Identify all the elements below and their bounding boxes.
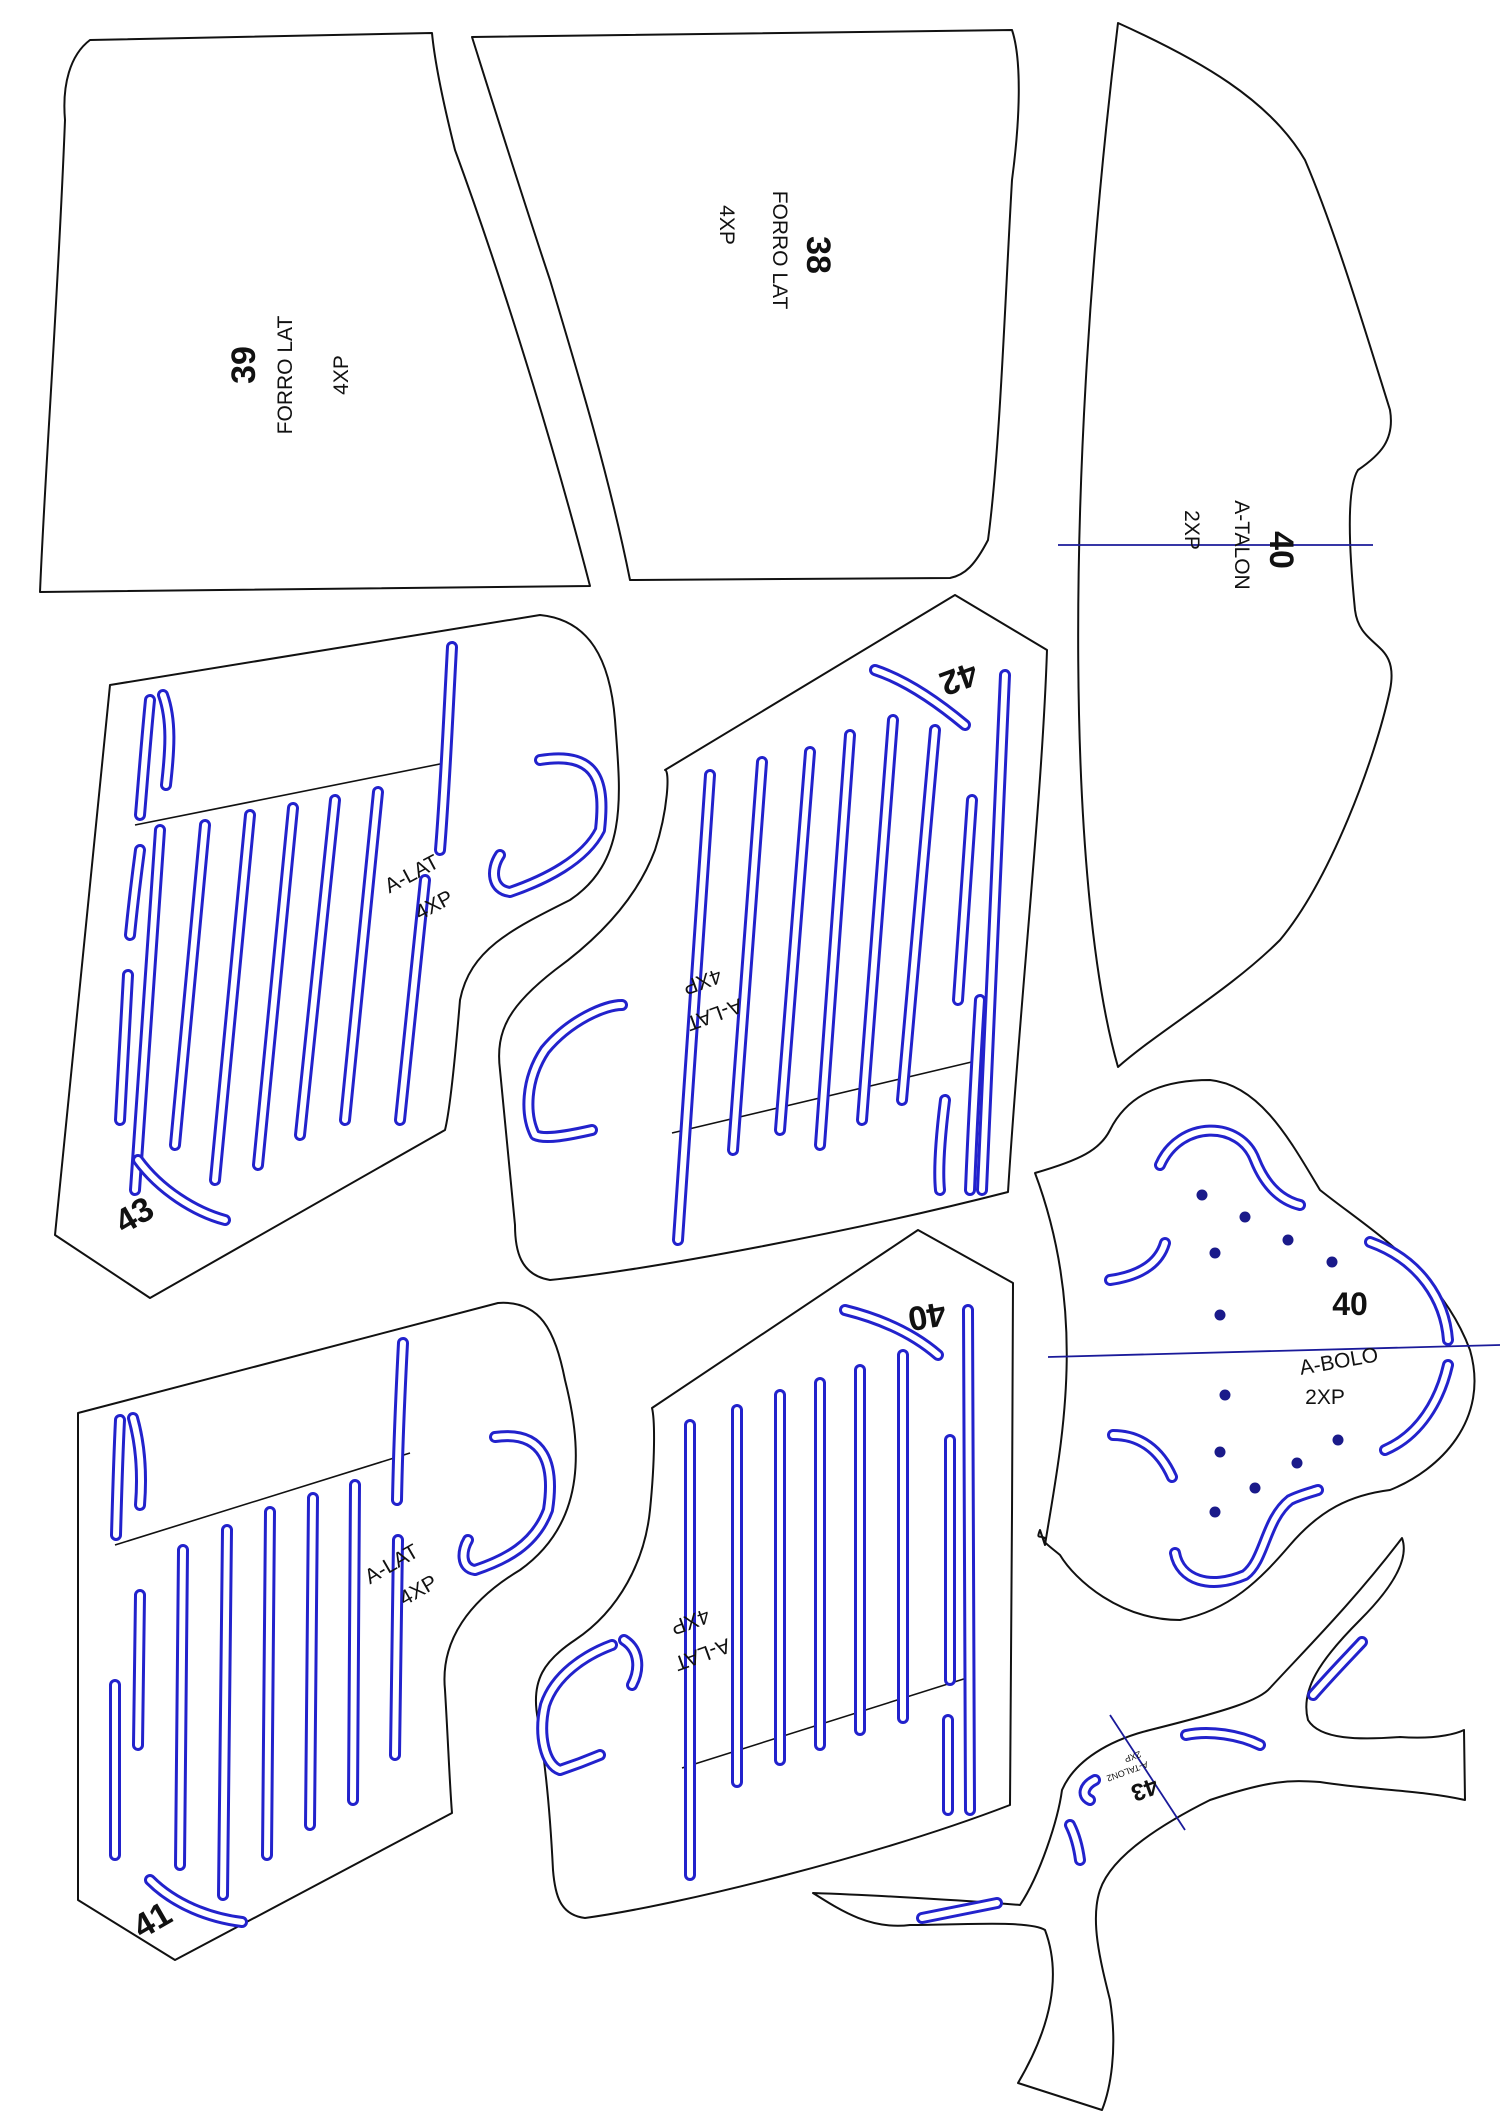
piece-40-bolo[interactable]: 40 A-BOLO 2XP	[1034, 1079, 1500, 1621]
piece-41-lat[interactable]: A-LAT 4XP 41	[77, 1301, 577, 1961]
piece-39-number: 39	[225, 346, 263, 384]
piece-38-number: 38	[799, 236, 837, 274]
piece-39-outline	[39, 32, 591, 593]
piece-40-bolo-outline	[1034, 1079, 1476, 1621]
piece-40-lat[interactable]: A-LAT 4XP 40	[534, 1229, 1014, 1919]
piece-40-talon-number: 40	[1262, 531, 1300, 569]
piece-41-lat-slots	[109, 1337, 556, 1928]
piece-39-name: FORRO LAT	[274, 316, 297, 435]
piece-42-lat-slots	[522, 664, 1011, 1246]
piece-40-bolo-dots	[1196, 1189, 1344, 1518]
piece-40-lat-slots	[536, 1304, 976, 1881]
piece-40-bolo-number: 40	[1332, 1286, 1368, 1322]
piece-40-talon-qty: 2XP	[1180, 510, 1203, 550]
piece-40-bolo-slots	[1104, 1124, 1454, 1588]
piece-38-name: FORRO LAT	[768, 191, 791, 310]
piece-38-outline	[471, 29, 1020, 581]
piece-40-lat-number: 40	[905, 1294, 949, 1338]
piece-43-talon2-slots	[916, 1636, 1368, 1924]
piece-43-lat[interactable]: A-LAT 4XP 43	[54, 614, 620, 1299]
piece-43-talon2-outline	[812, 1537, 1466, 2111]
piece-41-lat-outline	[77, 1301, 577, 1961]
piece-43-lat-slots	[114, 641, 608, 1226]
piece-38[interactable]: 38 FORRO LAT 4XP	[471, 29, 1020, 581]
piece-39-qty: 4XP	[330, 355, 353, 395]
piece-40-bolo-qty: 2XP	[1305, 1386, 1345, 1409]
piece-40-bolo-axis	[1047, 1344, 1500, 1358]
piece-43-talon2-axis	[1109, 1714, 1186, 1831]
piece-40-talon-name: A-TALON	[1230, 500, 1253, 589]
piece-43-lat-reference-line	[134, 761, 451, 826]
piece-42-lat[interactable]: A-LAT 4XP 42	[498, 594, 1048, 1281]
piece-42-lat-outline	[498, 594, 1048, 1281]
piece-40-talon[interactable]: 40 A-TALON 2XP	[1058, 22, 1393, 1068]
piece-43-talon2[interactable]: 43 A-TALON2 2XP	[812, 1537, 1466, 2111]
piece-39[interactable]: 39 FORRO LAT 4XP	[39, 32, 591, 593]
piece-43-lat-outline	[54, 614, 620, 1299]
piece-41-lat-reference-line	[114, 1452, 411, 1546]
piece-38-qty: 4XP	[715, 205, 738, 245]
